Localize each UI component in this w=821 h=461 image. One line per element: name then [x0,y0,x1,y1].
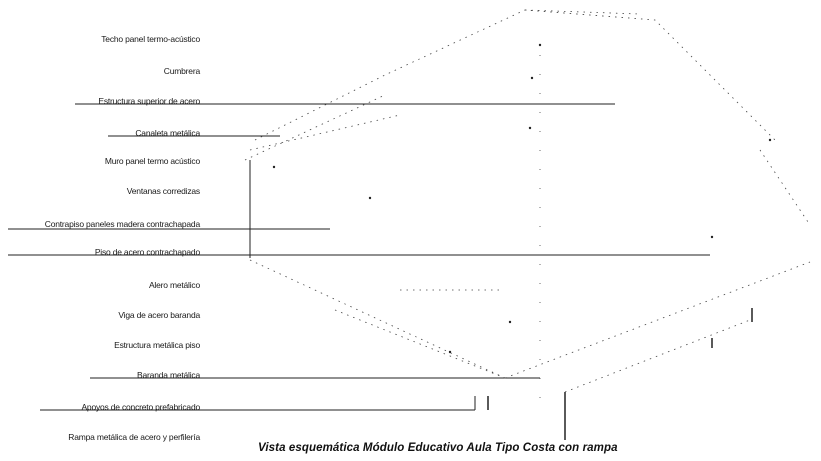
label-alero: Alero metálico [148,280,200,290]
label-techo-panel: Techo panel termo-acústico [101,34,200,44]
label-apoyos: Apoyos de concreto prefabricado [81,402,200,412]
label-cumbrera: Cumbrera [163,66,200,76]
label-rampa: Rampa metálica de acero y perfilería [68,432,200,442]
label-estructura-superior: Estructura superior de acero [98,96,200,106]
wall-outline [759,149,811,226]
floor-outline [504,261,811,379]
label-contrapiso: Contrapiso paneles madera contrachapada [44,219,200,229]
ramp-outline [334,309,506,379]
label-baranda: Baranda metálica [137,370,200,380]
label-ventanas: Ventanas corredizas [126,186,200,196]
roof-ridge [524,9,641,15]
roof-eave [244,94,386,161]
ramp-outline [564,319,751,393]
label-piso-acero: Piso de acero contrachapado [94,247,200,257]
label-canaleta: Canaleta metálica [135,128,200,138]
gutter-line [249,114,401,151]
label-viga-baranda: Viga de acero baranda [118,310,200,320]
label-estructura-piso: Estructura metálica piso [114,340,200,350]
floor-outline [249,259,506,379]
diagram-caption: Vista esquemática Módulo Educativo Aula … [258,442,618,454]
roof-outline [254,9,776,141]
label-muro-panel: Muro panel termo acústico [104,156,200,166]
